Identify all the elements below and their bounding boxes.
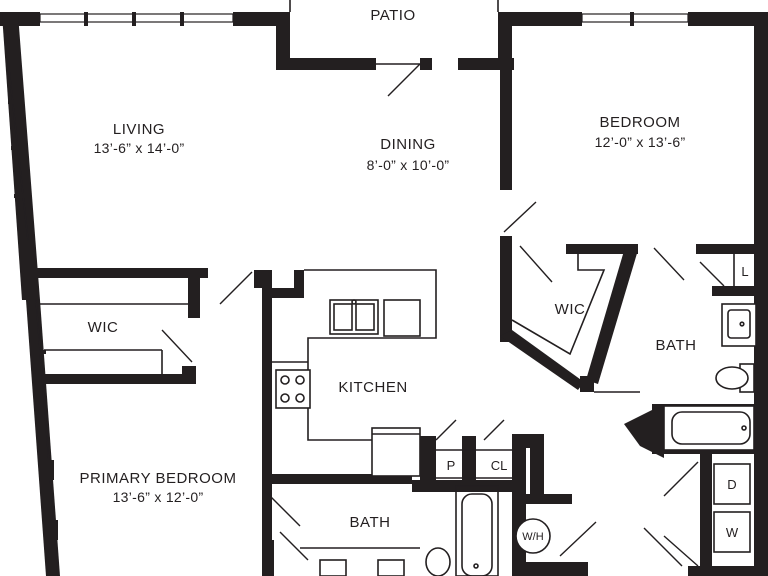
windows [7,12,689,576]
right-bath [624,244,768,576]
primary-suite-walls [36,268,253,384]
wic-left-label: WIC [88,319,119,336]
linen-closet-label: L [741,264,748,279]
water-heater [512,518,597,576]
wic-right-label: WIC [555,301,586,318]
washer-label: W [726,525,739,540]
patio: PATIO [289,0,499,97]
living-label: LIVING [113,121,165,138]
primary-bedroom-label: PRIMARY BEDROOM [80,470,237,487]
coat-closet-label: CL [491,458,508,473]
bath-right-label: BATH [656,337,697,354]
dryer-label: D [727,477,736,492]
kitchen-label: KITCHEN [338,379,407,396]
water-heater-label: W/H [522,531,543,543]
patio-label: PATIO [370,7,415,24]
bedroom-dims: 12’-0” x 13’-6” [595,134,686,150]
bedroom-label: BEDROOM [599,114,680,131]
kitchen-walls [254,269,437,576]
primary-bedroom-dims: 13’-6” x 12’-0” [113,489,204,505]
pantry-label: P [447,458,456,473]
bath-bottom-label: BATH [350,514,391,531]
dining-label: DINING [380,136,436,153]
dining-dims: 8’-0” x 10’-0” [367,157,450,173]
room-labels: LIVING 13’-6” x 14’-0” DINING 8’-0” x 10… [80,114,749,543]
living-dims: 13’-6” x 14’-0” [94,140,185,156]
closet-walls [420,419,544,504]
right-wic-walls [500,201,640,393]
exterior-walls [0,12,768,576]
